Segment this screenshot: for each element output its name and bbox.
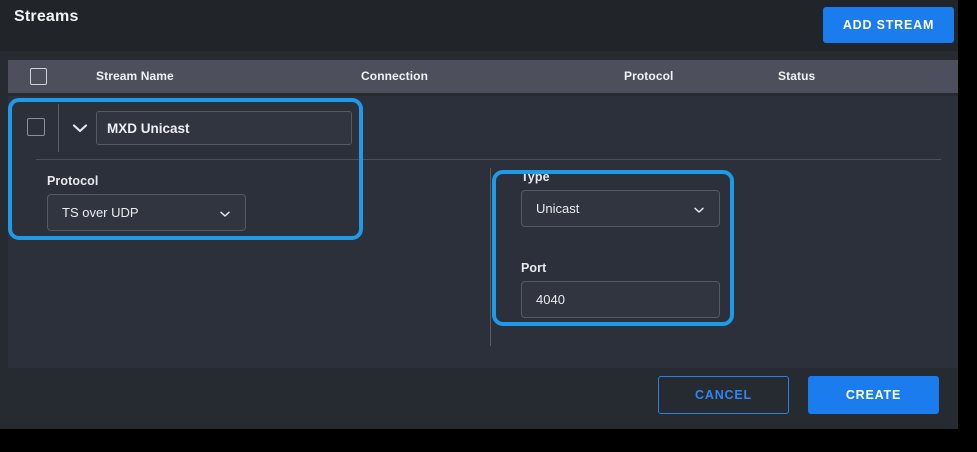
column-header-protocol: Protocol (624, 69, 674, 83)
port-input[interactable] (521, 281, 720, 318)
column-header-status: Status (778, 69, 816, 83)
type-select[interactable]: Unicast (521, 190, 720, 227)
select-all-checkbox[interactable] (30, 68, 47, 85)
page-title: Streams (14, 8, 79, 25)
chevron-down-icon (217, 206, 233, 222)
streams-window: Streams ADD STREAM Stream Name Connectio… (0, 0, 958, 429)
create-button[interactable]: CREATE (808, 376, 939, 414)
chevron-down-icon[interactable] (68, 116, 92, 140)
protocol-selected-value: TS over UDP (62, 205, 139, 220)
right-form-column: Type Unicast Port (508, 160, 768, 360)
stream-row-expanded: Protocol TS over UDP Type Unicast (8, 96, 958, 368)
table-header-row: Stream Name Connection Protocol Status (8, 60, 958, 93)
column-header-stream-name: Stream Name (96, 69, 174, 83)
window-title-bar: Streams ADD STREAM (0, 0, 958, 51)
protocol-label: Protocol (47, 174, 99, 188)
type-selected-value: Unicast (536, 201, 580, 216)
row-select-checkbox[interactable] (27, 118, 45, 136)
row-vertical-divider (58, 104, 59, 152)
row-separator (36, 159, 941, 160)
type-label: Type (521, 170, 550, 184)
cancel-button[interactable]: CANCEL (658, 376, 789, 414)
footer-actions: CANCEL CREATE (0, 368, 958, 429)
chevron-down-icon (691, 202, 707, 218)
form-column-divider (490, 168, 491, 346)
add-stream-button[interactable]: ADD STREAM (823, 7, 954, 43)
stream-name-input[interactable] (96, 111, 352, 145)
port-label: Port (521, 261, 547, 275)
left-form-column: Protocol TS over UDP (8, 160, 478, 360)
protocol-select[interactable]: TS over UDP (47, 194, 246, 231)
stream-row-header (8, 96, 958, 159)
column-header-connection: Connection (361, 69, 428, 83)
